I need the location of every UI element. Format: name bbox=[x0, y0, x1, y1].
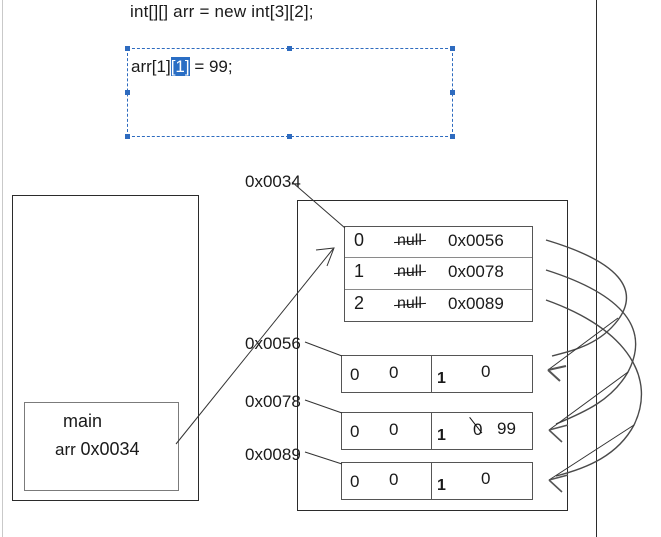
outer-array-address-label: 0x0034 bbox=[245, 172, 301, 191]
outer-row-old-value: null bbox=[397, 263, 422, 281]
inner-array-2: 0 0 1 0 bbox=[341, 462, 533, 500]
inner-array-2-separator bbox=[431, 463, 432, 499]
statement-selected-index[interactable]: [1] bbox=[170, 57, 190, 76]
outer-row-new-value: 0x0056 bbox=[448, 231, 504, 250]
stack-variable-value: 0x0034 bbox=[80, 439, 140, 459]
stack-frame-variable: arr 0x0034 bbox=[55, 439, 140, 460]
inner-array-0-address-label: 0x0056 bbox=[245, 334, 301, 353]
inner-cell-old-value: 0 bbox=[473, 420, 483, 439]
code-textbox[interactable]: arr[1][1] = 99; bbox=[125, 46, 455, 139]
outer-row-index: 2 bbox=[354, 292, 365, 313]
resize-handle-top-right[interactable] bbox=[450, 46, 455, 51]
inner-cell-index: 1 bbox=[437, 427, 446, 444]
inner-cell-index: 1 bbox=[437, 477, 446, 494]
inner-cell-value: 0 bbox=[481, 362, 491, 381]
resize-handle-bottom-right[interactable] bbox=[450, 134, 455, 139]
inner-cell-index: 0 bbox=[350, 365, 360, 384]
resize-handle-top-middle[interactable] bbox=[287, 46, 292, 51]
outer-row-new-value: 0x0078 bbox=[448, 262, 504, 282]
outer-array-table: 0 null 0x0056 1 null 0x0078 2 null 0x008… bbox=[344, 226, 533, 322]
inner-cell-value: 0 bbox=[389, 363, 399, 382]
outer-row-old-value: null bbox=[397, 294, 422, 312]
inner-array-1-address-label: 0x0078 bbox=[245, 392, 301, 411]
inner-array-0: 0 0 1 0 bbox=[341, 355, 533, 393]
resize-handle-middle-left[interactable] bbox=[125, 89, 130, 95]
resize-handle-bottom-left[interactable] bbox=[125, 134, 130, 139]
code-declaration-line: int[][] arr = new int[3][2]; bbox=[130, 2, 314, 21]
inner-cell-index: 0 bbox=[350, 472, 360, 491]
outer-row-index: 1 bbox=[354, 261, 365, 282]
inner-cell-value: 0 bbox=[481, 469, 491, 488]
outer-row-old-value: null bbox=[397, 232, 422, 249]
inner-cell-value: 0 bbox=[389, 420, 399, 439]
outer-row-new-value: 0x0089 bbox=[448, 293, 504, 313]
resize-handle-middle-right[interactable] bbox=[450, 89, 455, 95]
statement-suffix: = 99; bbox=[189, 57, 233, 76]
resize-handle-top-left[interactable] bbox=[125, 46, 130, 51]
inner-cell-index: 1 bbox=[437, 370, 446, 387]
table-row: 1 null 0x0078 bbox=[345, 258, 532, 290]
inner-array-0-separator bbox=[431, 356, 432, 392]
inner-array-1: 0 0 1 0 99 bbox=[341, 412, 533, 450]
code-statement-line: arr[1][1] = 99; bbox=[131, 57, 233, 77]
resize-handle-bottom-middle[interactable] bbox=[287, 134, 292, 139]
statement-prefix: arr[1] bbox=[131, 57, 171, 76]
inner-cell-index: 0 bbox=[350, 422, 360, 441]
inner-cell-value: 0 bbox=[389, 470, 399, 489]
stack-frame-method-name: main bbox=[63, 411, 103, 431]
stack-variable-name: arr bbox=[55, 440, 76, 459]
inner-array-1-separator bbox=[431, 413, 432, 449]
right-margin-line bbox=[596, 0, 597, 537]
table-row: 0 null 0x0056 bbox=[345, 227, 532, 259]
table-row: 2 null 0x0089 bbox=[345, 290, 532, 321]
stack-frame-main: main arr 0x0034 bbox=[24, 402, 179, 491]
left-margin-line bbox=[2, 0, 3, 537]
inner-cell-new-value: 99 bbox=[497, 419, 516, 438]
outer-row-index: 0 bbox=[354, 230, 365, 250]
inner-array-2-address-label: 0x0089 bbox=[245, 445, 301, 464]
